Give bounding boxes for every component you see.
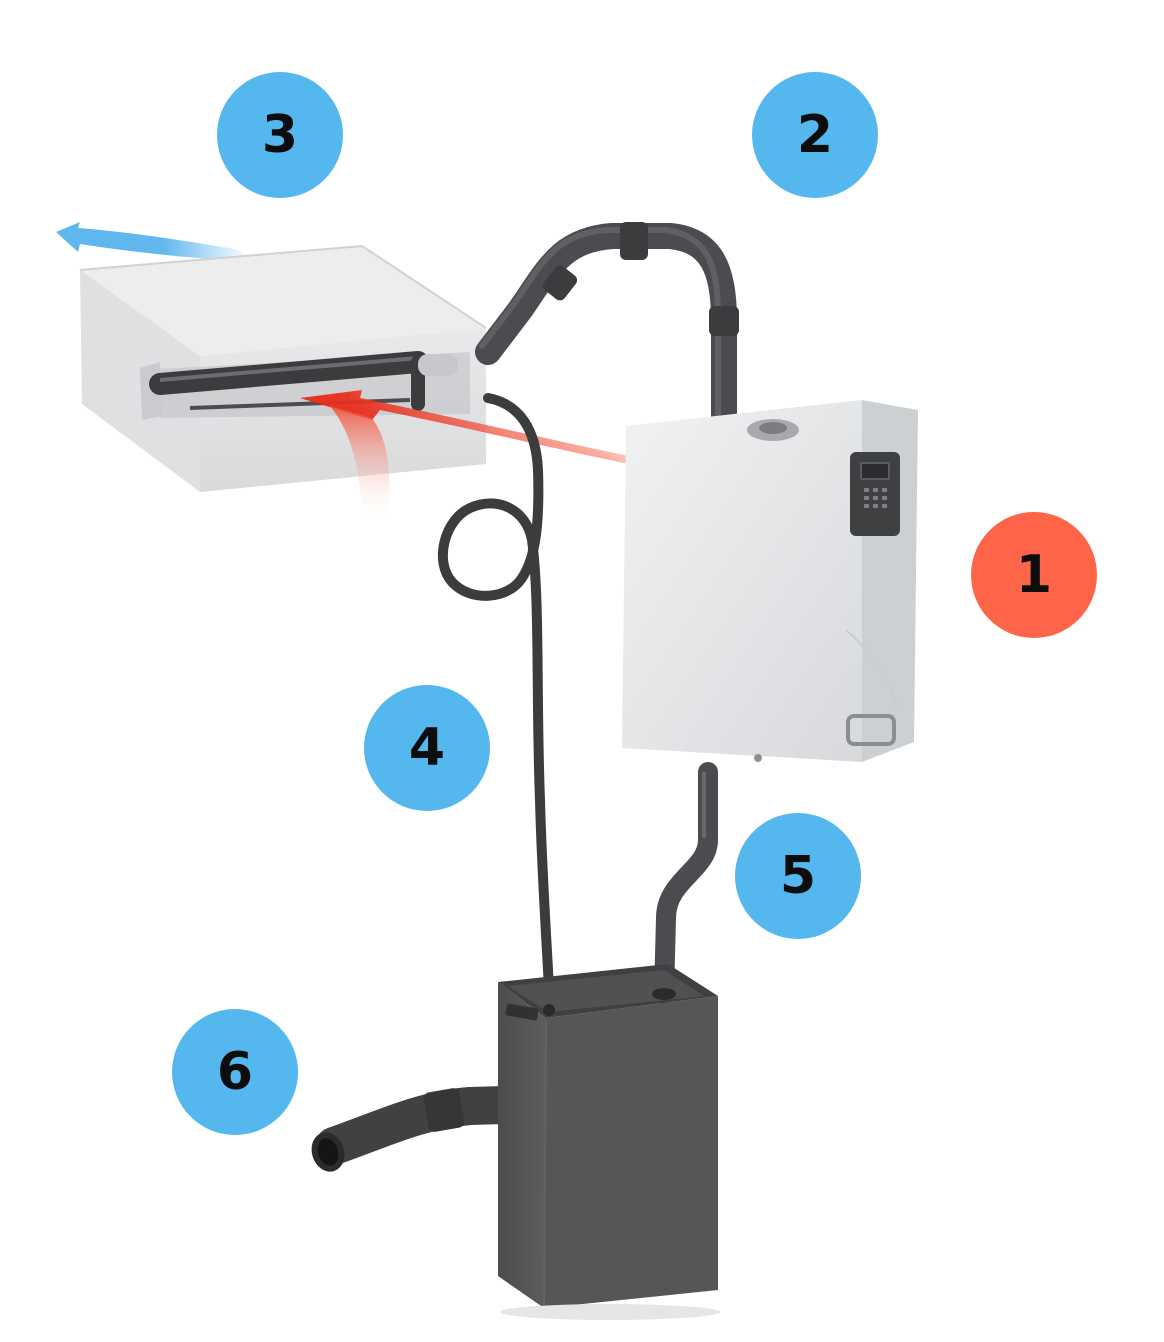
badge-6: 6	[172, 1009, 298, 1135]
air-duct-icon	[79, 244, 487, 492]
badge-2: 2	[752, 72, 878, 198]
airflow-out-arrow	[56, 222, 250, 262]
badge-5: 5	[735, 813, 861, 939]
supply-hose-icon	[654, 762, 718, 1004]
humidifier-unit-icon	[622, 400, 918, 762]
airflow-in-arrow	[300, 390, 700, 524]
condensate-hose-icon	[438, 393, 555, 1015]
badge-4: 4	[364, 685, 490, 811]
water-reservoir-icon	[311, 964, 720, 1320]
steam-hose-icon	[475, 222, 739, 438]
badge-1: 1	[971, 512, 1097, 638]
badge-3: 3	[217, 72, 343, 198]
